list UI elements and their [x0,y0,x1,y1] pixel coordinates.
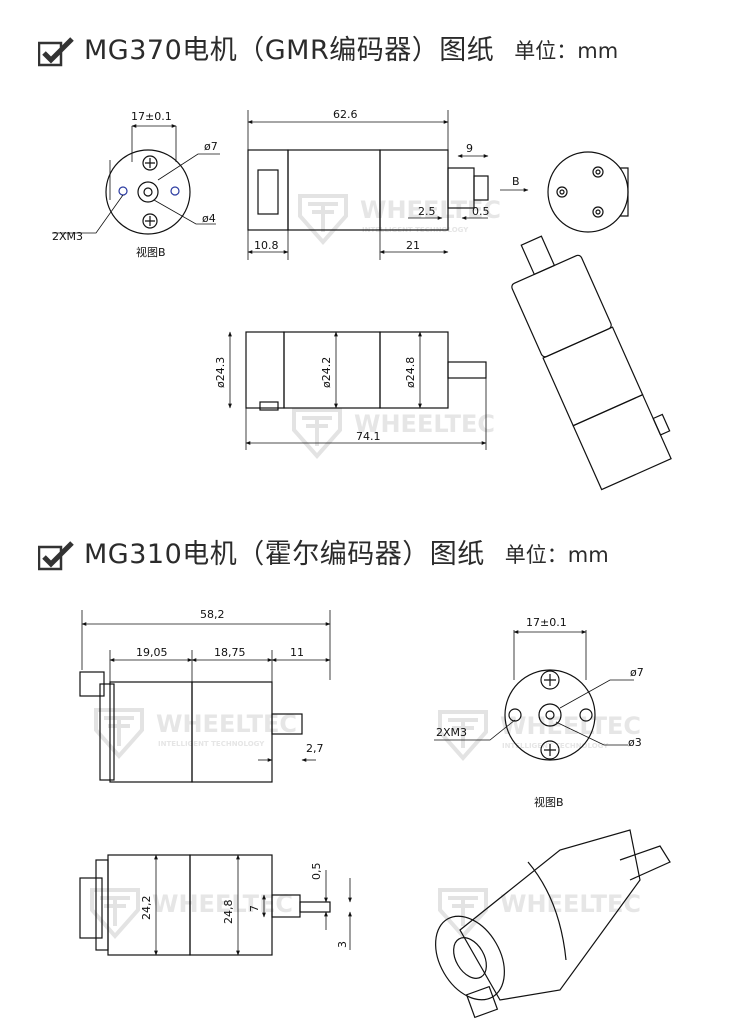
mg370-rear-view [547,151,629,233]
mg370-iso-view [511,235,672,491]
section-2-title: MG310电机（霍尔编码器）图纸 [84,539,485,570]
dim-label: 74.1 [356,430,381,443]
dim-label: ø24.8 [404,357,417,388]
section-2-header: MG310电机（霍尔编码器）图纸 单位：mm [38,532,609,571]
dim-label: 24,8 [222,900,235,925]
dim-label: 24,2 [140,896,153,921]
mg310-side-view [79,610,331,783]
dim-label: 11 [290,646,304,659]
dim-label: 18,75 [214,646,246,659]
mg370-front-view [52,124,220,235]
dim-label: 19,05 [136,646,168,659]
view-label: 视图B [136,245,166,259]
dim-label: ø3 [628,736,642,749]
dim-label: 3 [336,941,349,948]
dim-label: ø24.3 [214,357,227,388]
dim-label: 0.5 [472,205,490,218]
dim-label: 58,2 [200,608,225,621]
dim-label: ø4 [202,212,216,225]
dim-label: 2XM3 [52,230,83,243]
dim-label: 2.5 [418,205,436,218]
mg310-side-view-diameters [79,854,352,956]
checkbox-icon [38,541,74,571]
watermark-brand: WHEELTEC [156,710,297,738]
watermark-brand: WHEELTEC [354,410,495,438]
dim-label: ø7 [630,666,644,679]
section-1-title: MG370电机（GMR编码器）图纸 [84,35,495,66]
watermark: WHEELTEC INTELLIGENT TECHNOLOGY WHEELTEC… [90,194,641,938]
watermark-tagline: INTELLIGENT TECHNOLOGY [158,740,265,748]
watermark-brand: WHEELTEC [500,890,641,918]
dim-label: 62.6 [333,108,358,121]
dim-label: 17±0.1 [526,616,567,629]
dim-label: 7 [248,905,261,912]
section-1-unit: 单位：mm [514,39,619,63]
dim-label: 21 [406,239,420,252]
dim-label: 2XM3 [436,726,467,739]
dim-label: B [512,175,520,188]
dim-label: ø7 [204,140,218,153]
checkbox-icon [38,37,74,67]
dim-label: 10.8 [254,239,279,252]
dim-label: 17±0.1 [131,110,172,123]
mg310-front-view [434,630,634,761]
mg310-iso-view [435,829,671,1019]
mg370-side-view [247,110,529,260]
section-2-unit: 单位：mm [504,543,609,567]
watermark-brand: WHEELTEC [500,712,641,740]
dim-label: 2,7 [306,742,324,755]
dim-label: 0,5 [310,863,323,881]
mg370-side-view-diameters [228,331,487,450]
view-label: 视图B [534,795,564,809]
watermark-brand: WHEELTEC [152,890,293,918]
section-1-header: MG370电机（GMR编码器）图纸 单位：mm [38,28,618,67]
watermark-brand: WHEELTEC [360,196,501,224]
dim-label: 9 [466,142,473,155]
dim-label: ø24.2 [320,357,333,388]
watermark-tagline: INTELLIGENT TECHNOLOGY [502,742,609,750]
